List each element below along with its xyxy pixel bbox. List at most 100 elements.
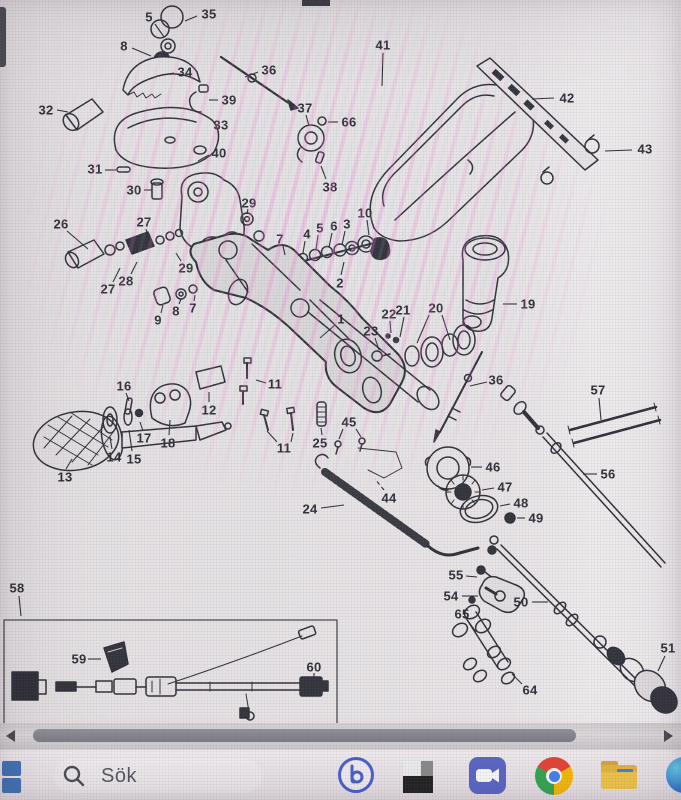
leader-line xyxy=(481,487,495,491)
leader-line xyxy=(125,392,130,402)
part-bolt-30 xyxy=(150,178,164,200)
chrome-icon[interactable] xyxy=(535,757,573,795)
part-label: 8 xyxy=(120,39,128,54)
part-label: 38 xyxy=(322,180,337,195)
part-label: 7 xyxy=(276,232,284,247)
leader-line xyxy=(499,503,511,507)
part-clips-43 xyxy=(540,134,600,185)
part-label: 46 xyxy=(485,460,500,475)
part-label: 44 xyxy=(381,491,397,506)
part-label: 8 xyxy=(172,304,180,319)
part-label: 9 xyxy=(154,313,162,328)
part-label: 40 xyxy=(211,146,226,161)
part-pin-31 xyxy=(116,166,131,173)
leader-line xyxy=(338,428,344,440)
part-label: 5 xyxy=(316,221,324,236)
leader-line xyxy=(315,234,319,251)
part-label: 36 xyxy=(488,373,503,388)
part-shaft-2-with-rings xyxy=(279,235,391,269)
part-label: 58 xyxy=(9,581,24,596)
part-label: 43 xyxy=(637,142,652,157)
part-label: 35 xyxy=(201,7,216,22)
leader-line xyxy=(467,620,477,633)
part-label: 36 xyxy=(261,63,276,78)
leader-line xyxy=(302,240,306,254)
part-row-7-8-9 xyxy=(153,284,198,306)
leader-line xyxy=(282,245,286,256)
part-label: 19 xyxy=(520,297,535,312)
part-label: 27 xyxy=(136,215,151,230)
video-call-icon[interactable] xyxy=(469,757,506,794)
leader-line xyxy=(598,397,602,421)
part-label: 18 xyxy=(160,436,175,451)
part-label: 10 xyxy=(357,206,372,221)
part-cover-41 xyxy=(369,83,535,242)
part-label: 45 xyxy=(341,415,356,430)
taskbar-search[interactable]: Sök xyxy=(54,759,262,793)
leader-line xyxy=(178,298,182,305)
bing-copilot-icon[interactable] xyxy=(338,757,374,793)
part-oval-ring-48 xyxy=(459,494,499,524)
part-label: 37 xyxy=(297,101,312,116)
dark-window-app-icon[interactable] xyxy=(403,761,433,793)
leader-line xyxy=(374,478,385,491)
horizontal-scrollbar[interactable] xyxy=(0,723,681,749)
search-icon xyxy=(63,765,85,787)
leader-line xyxy=(305,114,310,127)
part-label: 27 xyxy=(100,282,115,297)
leader-line xyxy=(374,337,380,351)
part-label: 3 xyxy=(343,217,351,232)
leader-line xyxy=(320,427,323,436)
part-cable-56 xyxy=(500,384,666,568)
edge-icon[interactable] xyxy=(666,757,681,793)
part-label: 47 xyxy=(497,480,512,495)
leader-line xyxy=(161,72,175,76)
part-label: 16 xyxy=(116,379,131,394)
scrollbar-thumb[interactable] xyxy=(33,729,576,742)
scroll-left-arrow[interactable] xyxy=(6,730,15,742)
part-rods-57 xyxy=(567,402,662,448)
leader-line xyxy=(366,219,370,236)
part-label: 22 xyxy=(381,307,396,322)
part-bracket-54 xyxy=(478,575,526,614)
leader-line xyxy=(154,23,165,38)
scroll-right-arrow[interactable] xyxy=(664,730,673,742)
part-label: 32 xyxy=(38,103,53,118)
part-main-bracket-1 xyxy=(189,232,440,414)
leader-line xyxy=(244,71,259,78)
leader-line xyxy=(441,314,451,341)
leader-line xyxy=(290,432,294,443)
part-label: 41 xyxy=(375,38,390,53)
leader-line xyxy=(145,228,150,241)
start-button[interactable] xyxy=(2,761,22,793)
part-label: 34 xyxy=(177,65,193,80)
part-housing-33 xyxy=(113,106,220,169)
leader-line xyxy=(18,595,22,617)
part-label: 6 xyxy=(330,219,338,234)
file-explorer-icon[interactable] xyxy=(599,757,639,793)
part-label: 28 xyxy=(118,274,133,289)
part-rod-36-lower xyxy=(433,351,483,443)
part-label: 59 xyxy=(71,652,86,667)
leader-line xyxy=(246,208,249,215)
part-cylinder-32 xyxy=(62,98,104,132)
leader-line xyxy=(139,421,144,432)
leader-line xyxy=(255,379,267,384)
part-washers-14-15-16-17 xyxy=(102,397,144,434)
part-label: 55 xyxy=(448,568,463,583)
leader-line xyxy=(340,261,345,276)
part-label: 4 xyxy=(303,227,311,242)
photo-top-artifact xyxy=(302,0,330,6)
leader-line xyxy=(389,320,392,334)
leader-line xyxy=(175,252,182,262)
leader-line xyxy=(320,165,327,180)
part-screws-45 xyxy=(334,437,366,455)
part-label: 20 xyxy=(428,301,443,316)
part-knob-13-assembly xyxy=(32,410,232,472)
leader-line xyxy=(184,15,198,22)
part-label: 48 xyxy=(513,496,528,511)
leader-line xyxy=(266,430,278,443)
leader-line xyxy=(319,324,336,339)
